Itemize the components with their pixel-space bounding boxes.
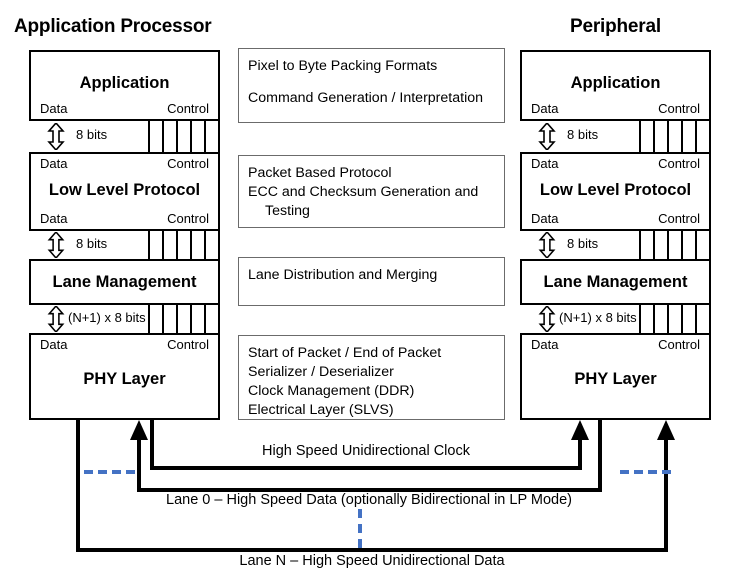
desc-phy-layer: Start of Packet / End of Packet Serializ… <box>238 335 505 420</box>
right-phy-data-port: Data <box>531 337 559 352</box>
left-layer-low-level-protocol[interactable]: Data Control Low Level Protocol Data Con… <box>29 152 220 231</box>
left-llp-data-port-top: Data <box>40 156 68 171</box>
left-llp-control-port-top: Control <box>167 156 209 171</box>
right-bidirectional-arrow-3 <box>538 306 556 332</box>
desc-lane-management: Lane Distribution and Merging <box>238 257 505 306</box>
left-application-control-port: Control <box>167 101 209 116</box>
clock-wire-horizontal <box>150 466 582 470</box>
clock-wire-left-vertical <box>150 418 154 470</box>
desc-phy-line-3: Clock Management (DDR) <box>248 383 415 399</box>
clock-arrow-head-right <box>571 420 589 440</box>
desc-lane-management-line-1: Lane Distribution and Merging <box>248 267 438 283</box>
right-llp-data-port-bottom: Data <box>531 211 559 226</box>
lane-ellipsis-vertical-icon <box>358 509 362 548</box>
left-layer-application[interactable]: Application Data Control <box>29 50 220 121</box>
desc-phy-line-1: Start of Packet / End of Packet <box>248 345 442 361</box>
right-layer-phy[interactable]: Data Control PHY Layer <box>520 333 711 420</box>
left-control-bus-2 <box>148 231 220 259</box>
right-llp-data-port-top: Data <box>531 156 559 171</box>
left-control-bus-1 <box>148 121 220 152</box>
right-application-control-port: Control <box>658 101 700 116</box>
left-layer-low-level-protocol-label: Low Level Protocol <box>48 181 201 199</box>
laneN-wire-right-vertical <box>664 440 668 550</box>
desc-llp-line-3: Testing <box>265 203 310 219</box>
desc-llp-line-1: Packet Based Protocol <box>248 165 392 181</box>
right-link-application-llp: 8 bits <box>520 121 711 152</box>
left-control-bus-3 <box>148 305 220 333</box>
left-layer-phy[interactable]: Data Control PHY Layer <box>29 333 220 420</box>
left-llp-control-port-bottom: Control <box>167 211 209 226</box>
right-control-bus-3 <box>639 305 711 333</box>
right-layer-lane-management-label: Lane Management <box>543 273 688 291</box>
title-application-processor: Application Processor <box>14 16 212 37</box>
desc-application-line-2: Command Generation / Interpretation <box>248 90 484 106</box>
right-application-data-port: Data <box>531 101 559 116</box>
clock-wire-right-vertical <box>578 440 582 468</box>
right-layer-phy-label: PHY Layer <box>574 370 657 388</box>
laneN-bus-label: Lane N – High Speed Unidirectional Data <box>239 553 505 569</box>
lane0-arrow-head-left <box>130 420 148 440</box>
desc-phy-line-4: Electrical Layer (SLVS) <box>248 402 394 418</box>
right-layer-low-level-protocol[interactable]: Data Control Low Level Protocol Data Con… <box>520 152 711 231</box>
left-bidirectional-arrow-3 <box>47 306 65 332</box>
right-layer-low-level-protocol-label: Low Level Protocol <box>539 181 692 199</box>
right-bidirectional-arrow-1 <box>538 123 556 150</box>
left-layer-lane-management-label: Lane Management <box>52 273 197 291</box>
right-bits-label-2: 8 bits <box>567 236 599 251</box>
lane0-wire-right-vertical <box>598 418 602 492</box>
right-bits-label-3: (N+1) x 8 bits <box>559 310 637 325</box>
right-layer-lane-management[interactable]: Lane Management <box>520 259 711 305</box>
lane-ellipsis-left-icon <box>84 470 135 474</box>
left-llp-data-port-bottom: Data <box>40 211 68 226</box>
left-bits-label-3: (N+1) x 8 bits <box>68 310 146 325</box>
desc-phy-line-2: Serializer / Deserializer <box>248 364 394 380</box>
left-phy-control-port: Control <box>167 337 209 352</box>
desc-application-line-1: Pixel to Byte Packing Formats <box>248 58 438 74</box>
lane0-wire-left-vertical <box>137 440 141 490</box>
lane0-wire-horizontal <box>137 488 602 492</box>
left-bits-label-1: 8 bits <box>76 127 108 142</box>
left-bidirectional-arrow-1 <box>47 123 65 150</box>
left-link-llp-lane: 8 bits <box>29 231 220 259</box>
left-bits-label-2: 8 bits <box>76 236 108 251</box>
left-layer-phy-label: PHY Layer <box>83 370 166 388</box>
right-layer-application-label: Application <box>570 74 661 92</box>
lane-ellipsis-right-icon <box>620 470 671 474</box>
desc-low-level-protocol: Packet Based Protocol ECC and Checksum G… <box>238 155 505 228</box>
right-llp-control-port-top: Control <box>658 156 700 171</box>
right-bits-label-1: 8 bits <box>567 127 599 142</box>
right-layer-application[interactable]: Application Data Control <box>520 50 711 121</box>
title-peripheral: Peripheral <box>570 16 661 37</box>
left-link-application-llp: 8 bits <box>29 121 220 152</box>
clock-bus-label: High Speed Unidirectional Clock <box>262 443 470 459</box>
right-llp-control-port-bottom: Control <box>658 211 700 226</box>
left-application-data-port: Data <box>40 101 68 116</box>
left-layer-lane-management[interactable]: Lane Management <box>29 259 220 305</box>
left-link-lane-phy: (N+1) x 8 bits <box>29 305 220 333</box>
laneN-wire-left-vertical <box>76 418 80 552</box>
right-link-llp-lane: 8 bits <box>520 231 711 259</box>
right-phy-control-port: Control <box>658 337 700 352</box>
laneN-wire-horizontal <box>76 548 668 552</box>
left-layer-application-label: Application <box>79 74 170 92</box>
right-bidirectional-arrow-2 <box>538 232 556 258</box>
right-control-bus-2 <box>639 231 711 259</box>
left-bidirectional-arrow-2 <box>47 232 65 258</box>
lane0-bus-label: Lane 0 – High Speed Data (optionally Bid… <box>166 492 572 508</box>
right-link-lane-phy: (N+1) x 8 bits <box>520 305 711 333</box>
desc-llp-line-2: ECC and Checksum Generation and <box>248 184 479 200</box>
right-control-bus-1 <box>639 121 711 152</box>
laneN-arrow-head-right <box>657 420 675 440</box>
left-phy-data-port: Data <box>40 337 68 352</box>
desc-application: Pixel to Byte Packing Formats Command Ge… <box>238 48 505 123</box>
